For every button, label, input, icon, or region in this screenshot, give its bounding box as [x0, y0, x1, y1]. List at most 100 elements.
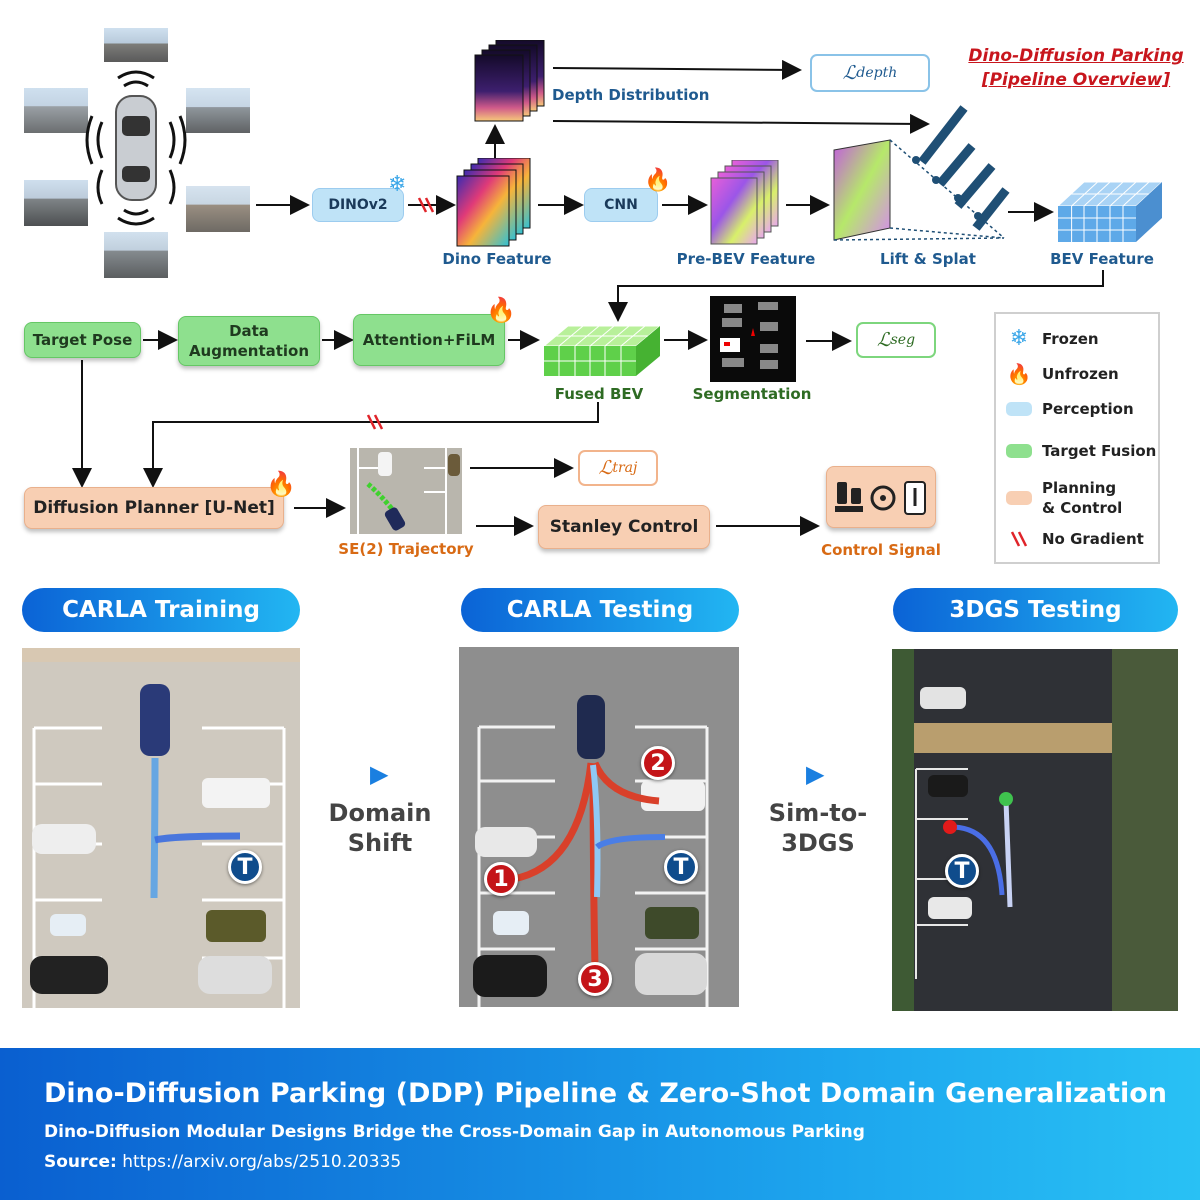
diagram-title: Dino-Diffusion Parking [Pipeline Overvie…	[966, 44, 1186, 92]
camera-front-image	[104, 28, 168, 62]
legend-perception: Perception	[1006, 400, 1134, 418]
carla-testing-pill: CARLA Testing	[461, 588, 739, 632]
dinov2-node: DINOv2	[312, 188, 404, 222]
depth-loss-symbol: ℒ	[842, 62, 857, 84]
domain-shift-line1: Domain	[328, 799, 432, 827]
legend-perception-label: Perception	[1042, 400, 1134, 418]
training-target-badge: T	[228, 850, 262, 884]
legend-flame-icon: 🔥	[1006, 362, 1032, 386]
domain-shift-arrow-icon: ▶	[370, 760, 389, 788]
dinov2-label: DINOv2	[328, 197, 388, 213]
pre-bev-caption: Pre-BEV Feature	[676, 250, 816, 268]
bev-feature-cube	[1056, 181, 1164, 242]
ego-car-icon	[85, 70, 187, 226]
control-signal-caption: Control Signal	[821, 541, 941, 559]
target-pose-node: Target Pose	[24, 322, 141, 358]
fused-bev-caption: Fused BEV	[554, 385, 644, 403]
target-pose-label: Target Pose	[32, 331, 133, 349]
trajectory-badge-2-label: 2	[650, 750, 666, 776]
trajectory-badge-3-label: 3	[587, 966, 603, 992]
legend-target-fusion-label: Target Fusion	[1042, 442, 1157, 460]
3dgs-testing-label: 3DGS Testing	[949, 597, 1122, 623]
3dgs-target-label: T	[954, 858, 970, 884]
trajectory-caption: SE(2) Trajectory	[338, 540, 474, 558]
carla-training-label: CARLA Training	[62, 597, 260, 623]
diagram-title-line1: Dino-Diffusion Parking	[968, 46, 1184, 66]
camera-front-left-image	[24, 88, 88, 133]
legend-target-fusion: Target Fusion	[1006, 442, 1156, 460]
depth-loss-subscript: depth	[856, 65, 898, 81]
unfrozen-flame-icon: 🔥	[644, 168, 672, 193]
traj-loss-symbol: ℒ	[598, 457, 613, 479]
cnn-node: CNN	[584, 188, 658, 222]
footer-source-label: Source:	[44, 1152, 117, 1172]
legend-planning-line1: Planning	[1042, 479, 1117, 497]
testing-target-label: T	[673, 854, 689, 880]
trajectory-badge-3: 3	[578, 962, 612, 996]
attention-film-label: Attention+FiLM	[362, 331, 496, 349]
testing-target-badge: T	[664, 850, 698, 884]
camera-back-right-image	[186, 186, 250, 232]
footer-subtitle: Dino-Diffusion Modular Designs Bridge th…	[44, 1122, 865, 1142]
seg-loss-subscript: seg	[890, 332, 916, 348]
legend-planning-swatch	[1006, 491, 1032, 505]
legend-snowflake-icon: ❄	[1009, 326, 1029, 351]
bev-feature-caption: BEV Feature	[1050, 250, 1154, 268]
stanley-control-node: Stanley Control	[538, 505, 710, 549]
fused-bev-cube	[542, 325, 662, 376]
legend-planning-line2: & Control	[1042, 499, 1123, 517]
sim-to-3dgs-line2: 3DGS	[781, 829, 855, 857]
trajectory-badge-2: 2	[641, 746, 675, 780]
pre-bev-feature-stack	[710, 160, 779, 245]
legend-no-gradient-label: No Gradient	[1042, 530, 1144, 548]
3dgs-testing-pill: 3DGS Testing	[893, 588, 1178, 632]
sim-to-3dgs-text: Sim-to- 3DGS	[756, 798, 880, 858]
attention-flame-icon: 🔥	[486, 296, 516, 324]
footer-banner: Dino-Diffusion Parking (DDP) Pipeline & …	[0, 1048, 1200, 1200]
diffusion-planner-label: Diffusion Planner [U-Net]	[33, 498, 275, 518]
attention-film-node: Attention+FiLM	[353, 314, 505, 366]
data-augmentation-line2: Augmentation	[188, 342, 310, 360]
camera-front-right-image	[186, 88, 250, 133]
frozen-snowflake-icon: ❄	[388, 172, 407, 197]
lift-splat-graphic	[833, 105, 1010, 241]
traj-loss-subscript: traj	[612, 460, 638, 476]
diffusion-planner-node: Diffusion Planner [U-Net]	[24, 487, 284, 529]
3dgs-testing-image	[892, 649, 1178, 1011]
lift-splat-caption: Lift & Splat	[880, 250, 976, 268]
carla-testing-label: CARLA Testing	[506, 597, 694, 623]
domain-shift-text: Domain Shift	[318, 798, 442, 858]
depth-distribution-stack	[474, 40, 545, 122]
dino-feature-stack	[456, 158, 531, 247]
segmentation-caption: Segmentation	[692, 385, 812, 403]
dino-feature-caption: Dino Feature	[442, 250, 552, 268]
segmentation-image	[710, 296, 796, 382]
legend-no-gradient-icon	[1010, 531, 1028, 547]
control-signal-node	[826, 466, 936, 528]
domain-shift-line2: Shift	[347, 829, 413, 857]
legend-box: ❄ Frozen 🔥 Unfrozen Perception Target Fu…	[994, 312, 1160, 564]
control-signal-icon	[835, 481, 926, 515]
camera-rear-image	[104, 232, 168, 278]
carla-training-pill: CARLA Training	[22, 588, 300, 632]
camera-back-left-image	[24, 180, 88, 226]
legend-target-fusion-swatch	[1006, 444, 1032, 458]
data-augmentation-line1: Data	[229, 322, 269, 340]
footer-source: Source: https://arxiv.org/abs/2510.20335	[44, 1152, 401, 1172]
carla-testing-image	[459, 647, 739, 1007]
3dgs-target-badge: T	[945, 854, 979, 888]
data-augmentation-node: Data Augmentation	[178, 316, 320, 366]
sim-to-3dgs-line1: Sim-to-	[768, 799, 868, 827]
footer-source-link[interactable]: https://arxiv.org/abs/2510.20335	[122, 1152, 402, 1172]
depth-distribution-caption: Depth Distribution	[552, 86, 710, 104]
legend-no-gradient: No Gradient	[1006, 530, 1144, 548]
legend-perception-swatch	[1006, 402, 1032, 416]
se2-trajectory-image	[350, 448, 462, 534]
trajectory-badge-1-label: 1	[493, 866, 509, 892]
planner-flame-icon: 🔥	[266, 470, 296, 498]
footer-title: Dino-Diffusion Parking (DDP) Pipeline & …	[44, 1078, 1168, 1109]
cnn-label: CNN	[604, 197, 638, 213]
